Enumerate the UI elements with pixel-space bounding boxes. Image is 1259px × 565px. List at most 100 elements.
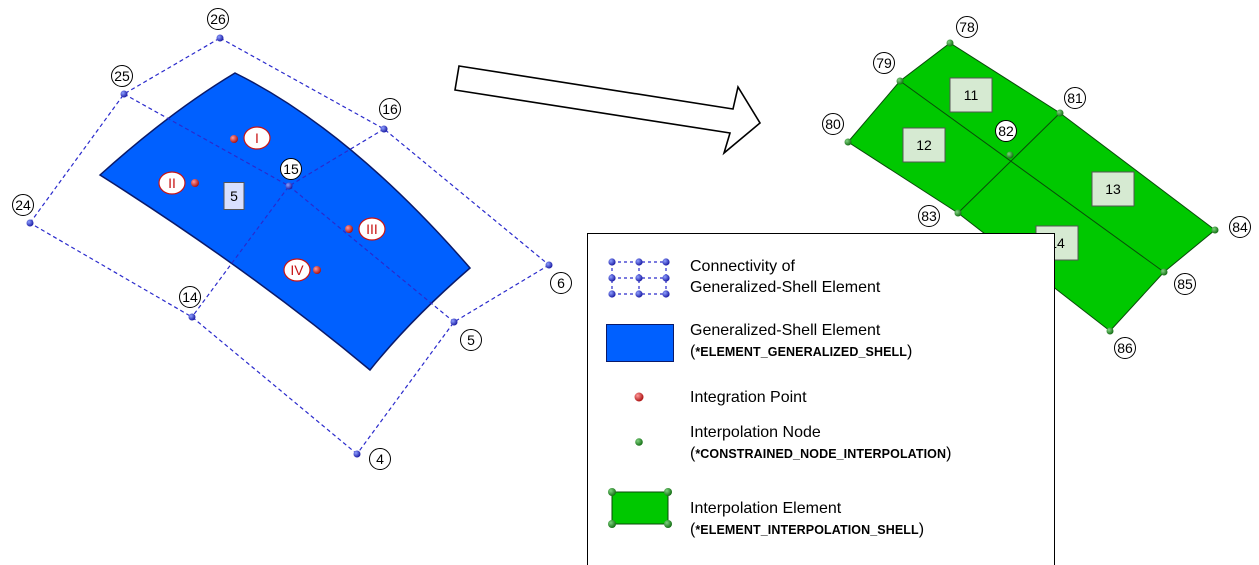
connectivity-node-4 <box>353 450 361 458</box>
svg-text:82: 82 <box>998 123 1014 139</box>
node-label-79: 79 <box>873 52 895 74</box>
legend-item-generalized-shell: Generalized-Shell Element (*ELEMENT_GENE… <box>588 314 1054 364</box>
node-label-5: 5 <box>460 329 482 351</box>
legend-item-interpolation-element: Interpolation Element (*ELEMENT_INTERPOL… <box>588 486 1054 538</box>
legend-paren-open: ( <box>690 445 696 462</box>
connectivity-grid-icon <box>608 258 670 298</box>
svg-text:I: I <box>255 130 259 146</box>
legend-interpolation-element-keyword-line: (*ELEMENT_INTERPOLATION_SHELL) <box>690 519 924 541</box>
generalized-shell-element-id: 5 <box>223 182 245 210</box>
connectivity-node-16 <box>380 125 388 133</box>
svg-text:78: 78 <box>959 19 975 35</box>
connectivity-node-14 <box>188 313 196 321</box>
svg-text:83: 83 <box>921 208 937 224</box>
integration-point-III <box>345 225 353 233</box>
node-label-15: 15 <box>280 158 302 180</box>
node-label-83: 83 <box>918 205 940 227</box>
interpolation-node-81 <box>1056 109 1064 117</box>
legend-item-integration-point: Integration Point <box>588 384 1054 410</box>
node-label-80: 80 <box>822 113 844 135</box>
legend-paren-close: ) <box>946 445 952 462</box>
interpolation-node-79 <box>896 77 904 85</box>
svg-text:25: 25 <box>114 68 130 84</box>
svg-text:11: 11 <box>964 87 979 103</box>
integration-point-II <box>191 179 199 187</box>
integration-point-icon <box>634 392 644 402</box>
svg-text:IV: IV <box>290 262 304 278</box>
svg-text:5: 5 <box>230 188 238 204</box>
generalized-shell-figure <box>29 37 550 455</box>
interpolation-element-id-11: 11 <box>949 77 993 113</box>
svg-text:12: 12 <box>916 137 932 153</box>
interpolation-node-84 <box>1211 226 1219 234</box>
legend-label-interpolation-element: Interpolation Element (*ELEMENT_INTERPOL… <box>690 498 924 541</box>
integration-point-I <box>230 135 238 143</box>
legend-item-interpolation-node: Interpolation Node (*CONSTRAINED_NODE_IN… <box>588 422 1054 472</box>
interpolation-node-83 <box>954 209 962 217</box>
node-label-84: 84 <box>1229 216 1251 238</box>
svg-text:81: 81 <box>1067 90 1083 106</box>
svg-text:24: 24 <box>15 197 31 213</box>
svg-text:4: 4 <box>376 451 384 467</box>
node-label-6: 6 <box>550 272 572 294</box>
right-arrow-icon <box>454 65 762 156</box>
interpolation-element-id-12: 12 <box>902 127 946 163</box>
legend-paren-close: ) <box>906 343 913 360</box>
node-label-85: 85 <box>1174 273 1196 295</box>
interpolation-node-85 <box>1160 268 1168 276</box>
interpolation-edges <box>899 80 1165 273</box>
integration-point-label-II: II <box>158 171 186 195</box>
svg-text:II: II <box>168 175 176 191</box>
node-label-14: 14 <box>179 286 201 308</box>
node-label-82: 82 <box>995 120 1017 142</box>
legend-connectivity-line1: Connectivity of <box>690 258 795 275</box>
node-label-4: 4 <box>369 448 391 470</box>
connectivity-node-5 <box>450 318 458 326</box>
interpolation-node-82 <box>1006 151 1014 159</box>
integration-point-IV <box>313 266 321 274</box>
interpolation-node-78 <box>946 39 954 47</box>
node-label-26: 26 <box>207 8 229 30</box>
legend-generalized-shell-line1: Generalized-Shell Element <box>690 322 881 339</box>
svg-text:85: 85 <box>1177 276 1193 292</box>
integration-point-label-I: I <box>243 126 271 150</box>
interpolation-node-86 <box>1106 327 1114 335</box>
svg-text:26: 26 <box>210 11 226 27</box>
connectivity-node-26 <box>216 34 224 42</box>
keyword-element-generalized-shell: *ELEMENT_GENERALIZED_SHELL <box>695 345 907 359</box>
connectivity-node-25 <box>120 90 128 98</box>
interpolation-element-icon <box>608 488 672 528</box>
interpolation-node-icon <box>635 438 643 446</box>
legend: Connectivity of Generalized-Shell Elemen… <box>587 233 1055 565</box>
legend-interpolation-node-keyword-line: (*CONSTRAINED_NODE_INTERPOLATION) <box>690 443 951 465</box>
keyword-element-interpolation-shell: *ELEMENT_INTERPOLATION_SHELL <box>695 523 919 537</box>
legend-label-integration-point: Integration Point <box>690 389 807 406</box>
node-label-86: 86 <box>1114 337 1136 359</box>
svg-text:III: III <box>366 221 378 237</box>
keyword-constrained-node-interpolation: *CONSTRAINED_NODE_INTERPOLATION <box>695 447 947 461</box>
interpolation-node-80 <box>844 138 852 146</box>
legend-interpolation-node-line1: Interpolation Node <box>690 424 821 441</box>
node-label-24: 24 <box>12 194 34 216</box>
connectivity-lines <box>29 37 550 455</box>
svg-text:5: 5 <box>467 332 475 348</box>
svg-text:16: 16 <box>382 101 398 117</box>
legend-label-interpolation-node: Interpolation Node (*CONSTRAINED_NODE_IN… <box>690 422 951 465</box>
svg-text:80: 80 <box>825 116 841 132</box>
legend-interpolation-element-line1: Interpolation Element <box>690 500 842 517</box>
connectivity-node-24 <box>26 219 34 227</box>
legend-label-generalized-shell: Generalized-Shell Element (*ELEMENT_GENE… <box>690 320 912 363</box>
node-label-16: 16 <box>379 98 401 120</box>
legend-generalized-shell-keyword-line: (*ELEMENT_GENERALIZED_SHELL) <box>690 341 912 363</box>
svg-text:84: 84 <box>1232 219 1248 235</box>
legend-paren-close: ) <box>918 521 925 538</box>
legend-label-connectivity: Connectivity of Generalized-Shell Elemen… <box>690 256 880 298</box>
svg-text:6: 6 <box>557 275 565 291</box>
legend-connectivity-line2: Generalized-Shell Element <box>690 279 881 296</box>
integration-point-label-IV: IV <box>283 258 311 282</box>
node-label-81: 81 <box>1064 87 1086 109</box>
generalized-shell-surface <box>98 72 472 372</box>
node-label-78: 78 <box>956 16 978 38</box>
legend-item-connectivity: Connectivity of Generalized-Shell Elemen… <box>588 246 1054 298</box>
